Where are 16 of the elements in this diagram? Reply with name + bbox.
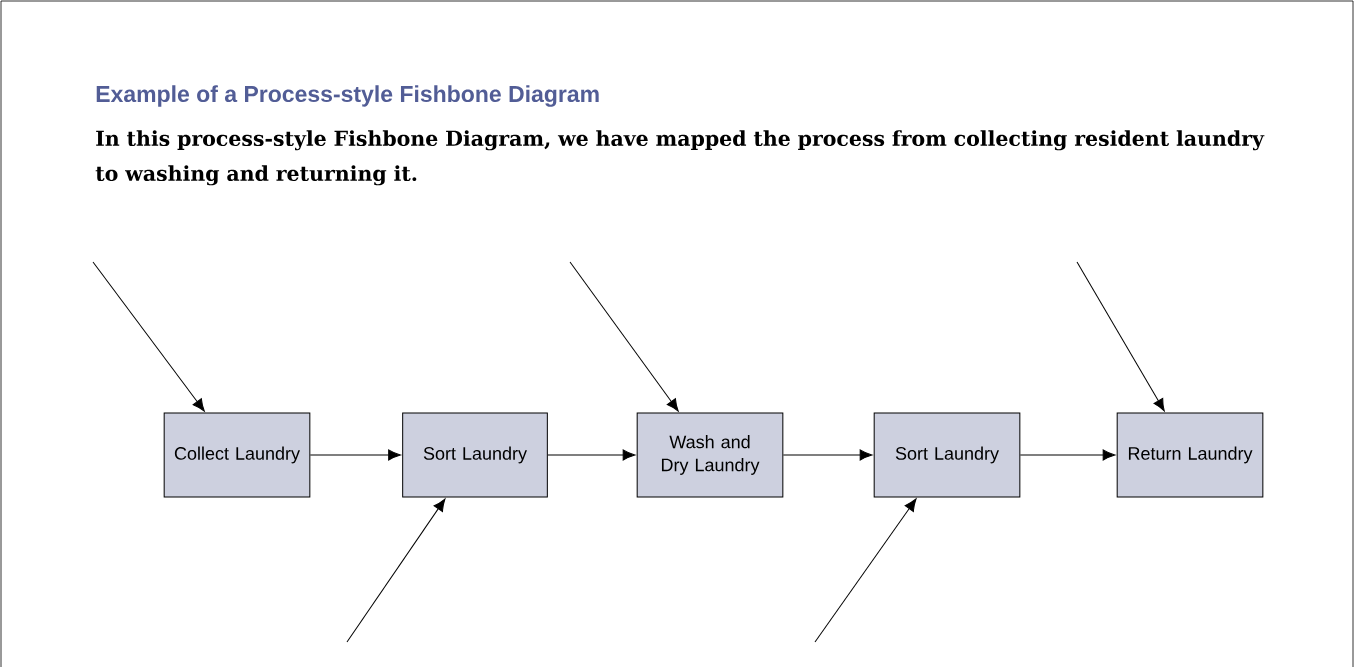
arrow [782,449,873,461]
arrow [547,449,636,461]
arrow [92,261,205,412]
arrow [1019,449,1116,461]
process-box: Return Laundry [1116,412,1264,498]
arrow [814,498,917,643]
arrow [346,498,446,643]
arrow [1076,261,1165,412]
arrow [569,261,679,412]
process-box: Wash and Dry Laundry [636,412,784,498]
process-box: Sort Laundry [402,412,548,498]
title: Example of a Process-style Fishbone Diagram [96,85,599,107]
process-box: Collect Laundry [163,412,311,498]
process-box: Sort Laundry [873,412,1021,498]
description: In this process-style Fishbone Diagram, we have mapped the process from collecting resident laundry to washing and returning it. [95,130,1265,186]
arrow [309,449,401,461]
